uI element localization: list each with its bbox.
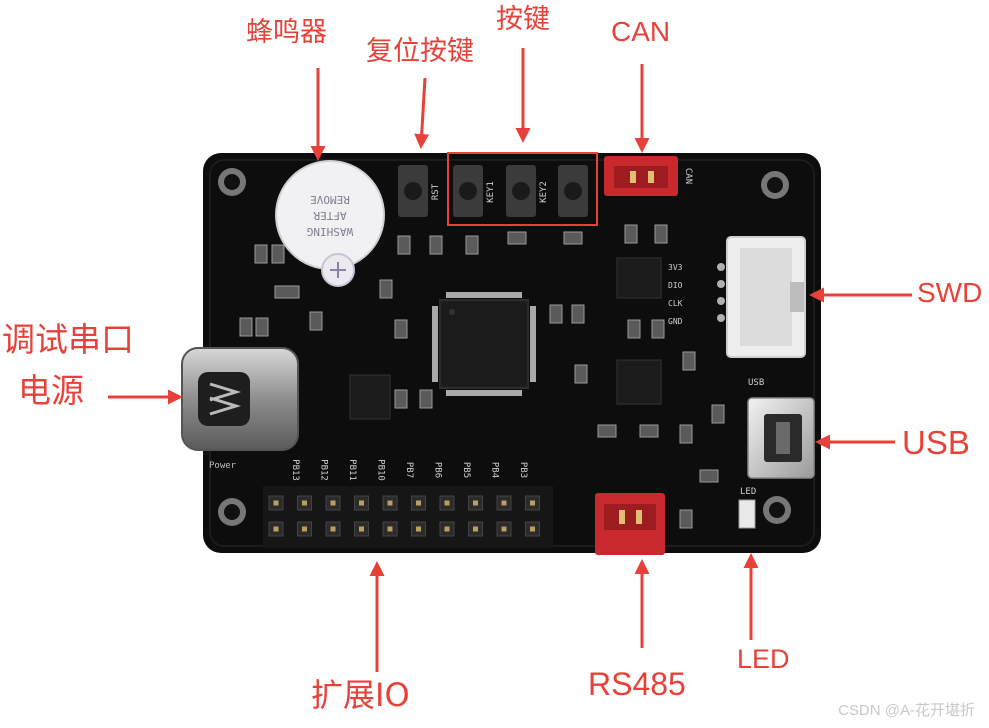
led-label: LED	[737, 644, 790, 674]
status-led: LED	[738, 487, 756, 529]
header-pin-tip	[501, 526, 507, 532]
io-pin-label: PB11	[347, 459, 357, 481]
power-label: 电源	[18, 371, 84, 410]
callout-arrows	[108, 48, 912, 672]
header-pin-tip	[530, 526, 535, 532]
key1-button: KEY1	[453, 165, 496, 217]
swd-pin-dio: DIO	[668, 281, 683, 290]
arrow-reset-button	[414, 77, 430, 149]
micro-usb-port: USB	[747, 378, 815, 479]
rs485-label: RS485	[588, 666, 686, 702]
expansion-io-label: 扩展IO	[311, 676, 410, 714]
passive-components	[239, 224, 725, 529]
keys-label: 按键	[496, 4, 550, 35]
io-pin-label: PB4	[490, 462, 500, 478]
key3-button	[558, 165, 588, 217]
swd-pin-3v3: 3V3	[668, 263, 683, 272]
header-pin-tip	[359, 526, 364, 532]
header-pin-tip	[302, 500, 307, 506]
transceiver-chips	[349, 257, 662, 420]
header-pin-tip	[330, 526, 336, 532]
swd-connector: 3V3 DIO CLK GND	[668, 236, 806, 358]
power-silkscreen: Power	[209, 461, 237, 471]
header-pin-tip	[273, 500, 279, 506]
header-pin-tip	[444, 500, 450, 506]
io-pin-label: PB7	[404, 462, 414, 478]
buzzer-sticker-line-3: WASHING	[307, 225, 353, 238]
buzzer-sticker-line-2: AFTER	[313, 209, 346, 222]
swd-pin-clk: CLK	[668, 299, 683, 308]
usb-label: USB	[902, 424, 970, 461]
io-pin-label: PB3	[518, 462, 528, 478]
keys-highlight-box	[447, 152, 598, 226]
reset-button-label: 复位按键	[366, 36, 474, 67]
header-pin-tip	[416, 526, 421, 532]
buzzer: WASHING AFTER REMOVE	[275, 160, 385, 287]
swd-label: SWD	[917, 277, 983, 308]
debug-serial-label: 调试串口	[2, 320, 134, 359]
rst-silkscreen: RST	[431, 183, 441, 200]
reset-button: RST	[398, 165, 441, 217]
io-pin-label: PB10	[376, 459, 386, 481]
mcu-chip	[432, 292, 536, 396]
mounting-holes	[218, 168, 791, 526]
header-pin-tip	[530, 500, 535, 506]
can-connector: CAN	[604, 156, 693, 196]
rs485-connector	[595, 493, 665, 555]
header-pin-tip	[473, 500, 478, 506]
can-silkscreen: CAN	[683, 168, 693, 184]
watermark: CSDN @A-花开堪折	[838, 702, 975, 719]
header-pin-tip	[387, 526, 393, 532]
key1-silkscreen: KEY1	[486, 181, 496, 203]
usb-silkscreen: USB	[748, 378, 764, 388]
header-pin-tip	[501, 500, 507, 506]
io-pin-label: PB13	[290, 459, 300, 481]
header-pin-tip	[273, 526, 279, 532]
header-pin-tip	[330, 500, 336, 506]
io-pin-label: PB12	[319, 459, 329, 481]
header-pin-tip	[387, 500, 393, 506]
header-pin-tip	[302, 526, 307, 532]
header-pin-tip	[416, 500, 421, 506]
key2-button: KEY2	[506, 165, 549, 217]
usb-c-port: Power	[181, 347, 299, 471]
led-silkscreen: LED	[740, 487, 756, 497]
swd-pin-gnd: GND	[668, 317, 683, 326]
header-pin-tip	[473, 526, 478, 532]
buzzer-label: 蜂鸣器	[246, 17, 327, 48]
buzzer-sticker-line-1: REMOVE	[310, 193, 350, 206]
io-pin-label: PB6	[433, 462, 443, 478]
header-pin-tip	[444, 526, 450, 532]
header-pin-tip	[359, 500, 364, 506]
can-label: CAN	[611, 16, 671, 47]
key2-silkscreen: KEY2	[539, 181, 549, 203]
expansion-io-header	[263, 486, 553, 548]
expansion-io-pin-labels: PB13 PB12 PB11 PB10 PB7 PB6 PB5 PB4 PB3	[290, 459, 528, 481]
io-pin-label: PB5	[461, 462, 471, 478]
